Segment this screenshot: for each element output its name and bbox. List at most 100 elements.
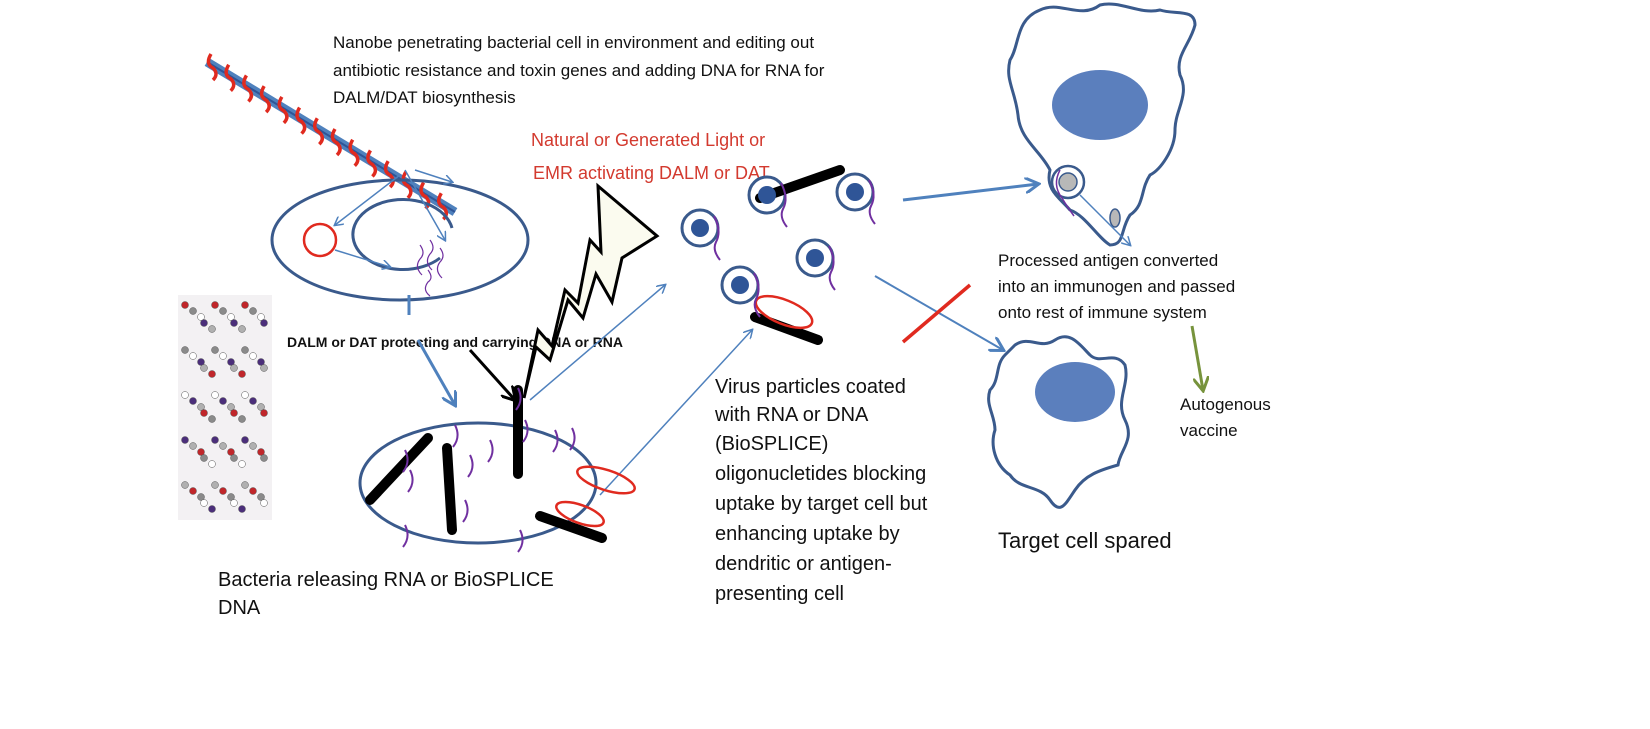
target-cell [987, 335, 1130, 509]
releasing-bacterium [358, 385, 636, 553]
atom [257, 448, 265, 456]
atom [200, 409, 208, 417]
atom [257, 403, 265, 411]
atom [241, 346, 249, 354]
atom [219, 487, 227, 495]
nanobe-caption: Nanobe penetrating bacterial cell in env… [333, 33, 829, 107]
oligonucleotide-strand [780, 182, 788, 228]
atom [230, 499, 238, 507]
atom [197, 403, 205, 411]
atom [181, 301, 189, 309]
atom [219, 397, 227, 405]
atom [249, 352, 257, 360]
atom [200, 454, 208, 462]
atom [189, 352, 197, 360]
atom [249, 397, 257, 405]
atom [219, 442, 227, 450]
atom [211, 481, 219, 489]
oligonucleotide-strand [753, 272, 761, 318]
blocked-mark [901, 283, 972, 344]
atom [211, 436, 219, 444]
oligonucleotide-strand [713, 215, 721, 261]
atom [249, 487, 257, 495]
atom [241, 481, 249, 489]
atom [197, 448, 205, 456]
atom [197, 358, 205, 366]
atom [257, 313, 265, 321]
atom [257, 358, 265, 366]
atom [208, 370, 216, 378]
atom [227, 358, 235, 366]
lightning-bolt-icon [522, 182, 660, 399]
virus-particles [680, 165, 876, 345]
atom [200, 319, 208, 327]
atom [249, 442, 257, 450]
atom [257, 493, 265, 501]
virus-caption: Virus particles coated with RNA or DNA (… [714, 376, 933, 605]
atom [181, 346, 189, 354]
atom [200, 499, 208, 507]
atom [227, 403, 235, 411]
atom [230, 319, 238, 327]
atom [241, 391, 249, 399]
target-cell-caption: Target cell spared [998, 528, 1172, 553]
atom [189, 442, 197, 450]
nanobe [204, 53, 458, 221]
atom [238, 325, 246, 333]
atom [260, 499, 268, 507]
atom [260, 454, 268, 462]
oligonucleotide-strand [828, 245, 836, 291]
atom [189, 307, 197, 315]
atom [211, 301, 219, 309]
light-caption: Natural or Generated Light or EMR activa… [531, 130, 770, 183]
atom [181, 391, 189, 399]
dalm-molecule-image [178, 295, 272, 520]
nucleus [1052, 70, 1148, 140]
atom [211, 391, 219, 399]
virus-core [806, 249, 824, 267]
virus-core [691, 219, 709, 237]
atom [219, 352, 227, 360]
atom [230, 454, 238, 462]
virus-core [758, 186, 776, 204]
nucleus [1035, 362, 1115, 422]
processed-antigen-caption: Processed antigen converted into an immu… [998, 251, 1240, 322]
atom [181, 436, 189, 444]
atom [241, 436, 249, 444]
atom [260, 319, 268, 327]
atom [208, 505, 216, 513]
atom [189, 487, 197, 495]
atom [230, 364, 238, 372]
atom [227, 493, 235, 501]
atom [197, 493, 205, 501]
bacteria-caption: Bacteria releasing RNA or BioSPLICE DNA [218, 569, 559, 619]
atom [189, 397, 197, 405]
atom [238, 460, 246, 468]
atom [249, 307, 257, 315]
atom [227, 313, 235, 321]
atom [200, 364, 208, 372]
atom [238, 505, 246, 513]
atom [230, 409, 238, 417]
atom [260, 364, 268, 372]
atom [238, 370, 246, 378]
oligonucleotide-strand [868, 179, 876, 225]
atom [197, 313, 205, 321]
vaccine-caption: Autogenous vaccine [1180, 395, 1275, 440]
atom [241, 301, 249, 309]
atom [219, 307, 227, 315]
virus-core [846, 183, 864, 201]
atom [208, 415, 216, 423]
atom [208, 460, 216, 468]
dendritic-cell [1007, 2, 1197, 245]
bacterial-cell [270, 169, 530, 315]
virus-core [731, 276, 749, 294]
plasmid [302, 222, 338, 258]
atom [227, 448, 235, 456]
atom [208, 325, 216, 333]
atom [238, 415, 246, 423]
atom [260, 409, 268, 417]
atom [181, 481, 189, 489]
